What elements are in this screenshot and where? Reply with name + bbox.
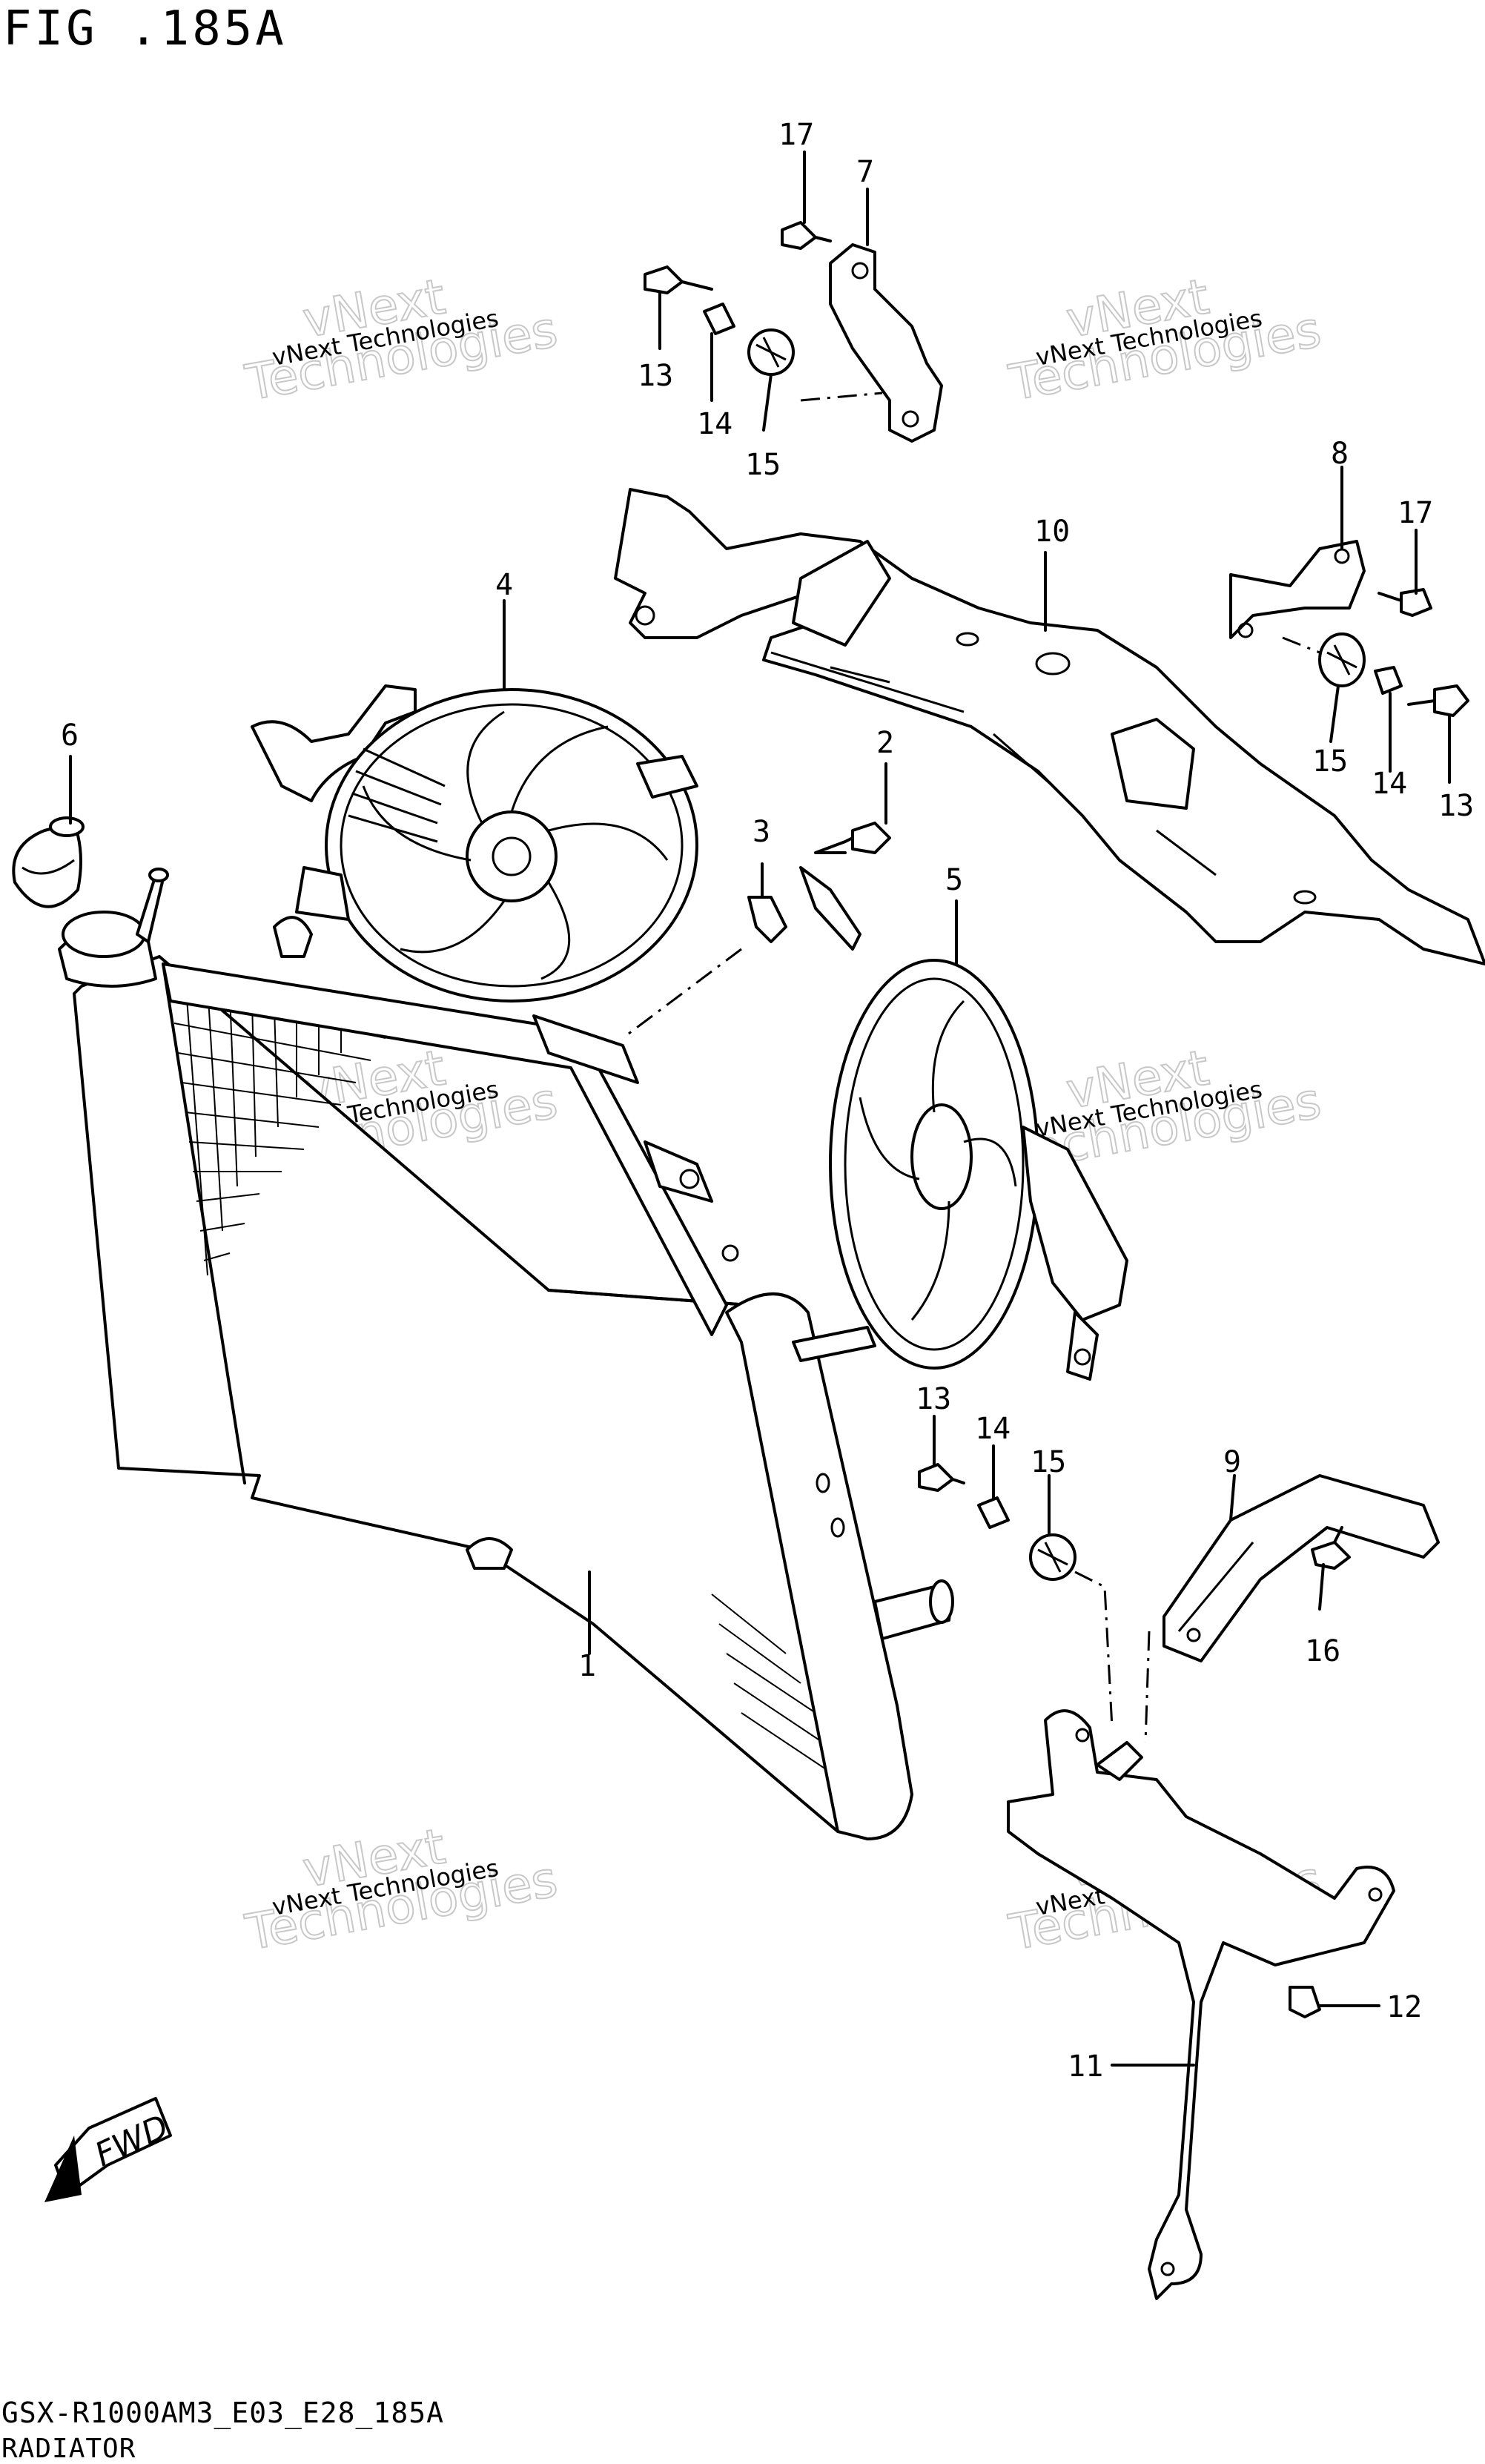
- lower-stay: [1007, 1709, 1395, 2300]
- callout-10: 10: [1034, 515, 1070, 549]
- callout-3: 3: [753, 815, 770, 849]
- hardware-group: [644, 221, 1469, 2018]
- callout-5: 5: [945, 863, 963, 897]
- callout-2: 2: [876, 726, 894, 760]
- callout-12: 12: [1386, 1990, 1422, 2024]
- callout-11: 11: [1068, 2050, 1103, 2084]
- callout-9: 9: [1223, 1445, 1241, 1479]
- callout-14-lower: 14: [975, 1412, 1011, 1446]
- radiator-shroud: [614, 488, 1485, 965]
- callout-15-right: 15: [1312, 744, 1348, 779]
- figure-title: FIG .185A: [3, 1, 287, 56]
- cooling-fan-left: [251, 684, 698, 1003]
- callout-8: 8: [1331, 437, 1349, 471]
- callout-labels: 4 6 2 3 5 17 7 13 14 15 10 8 17 15 14 13…: [61, 118, 1474, 2084]
- cooling-fan-right: [799, 866, 1128, 1381]
- callout-13-lower: 13: [916, 1382, 951, 1416]
- callout-1: 1: [578, 1649, 596, 1683]
- bracket-upper: [829, 243, 943, 443]
- callout-17-upper: 17: [778, 118, 814, 152]
- fwd-badge: FWD: [44, 2097, 174, 2202]
- leader-lines: [69, 151, 1451, 2067]
- assembly-lines: [622, 392, 1320, 1743]
- callout-14-right: 14: [1372, 767, 1407, 801]
- callout-15-lower: 15: [1031, 1445, 1066, 1479]
- callout-14-upper: 14: [697, 407, 732, 441]
- radiator-cap: [12, 816, 85, 908]
- callout-17-right: 17: [1398, 496, 1433, 530]
- diagram-code: GSX-R1000AM3_E03_E28_185A: [1, 2397, 444, 2429]
- radiator-core: [58, 868, 954, 1840]
- callout-16: 16: [1305, 1634, 1340, 1668]
- bracket-lower: [1162, 1474, 1440, 1662]
- callout-4: 4: [495, 568, 513, 602]
- callout-13-upper: 13: [638, 359, 673, 393]
- callout-13-right: 13: [1438, 789, 1474, 823]
- callout-7: 7: [856, 155, 874, 189]
- bracket-right: [1229, 540, 1366, 639]
- callout-6: 6: [61, 719, 79, 753]
- callout-15-upper: 15: [745, 448, 781, 482]
- diagram-name: RADIATOR: [1, 2434, 136, 2464]
